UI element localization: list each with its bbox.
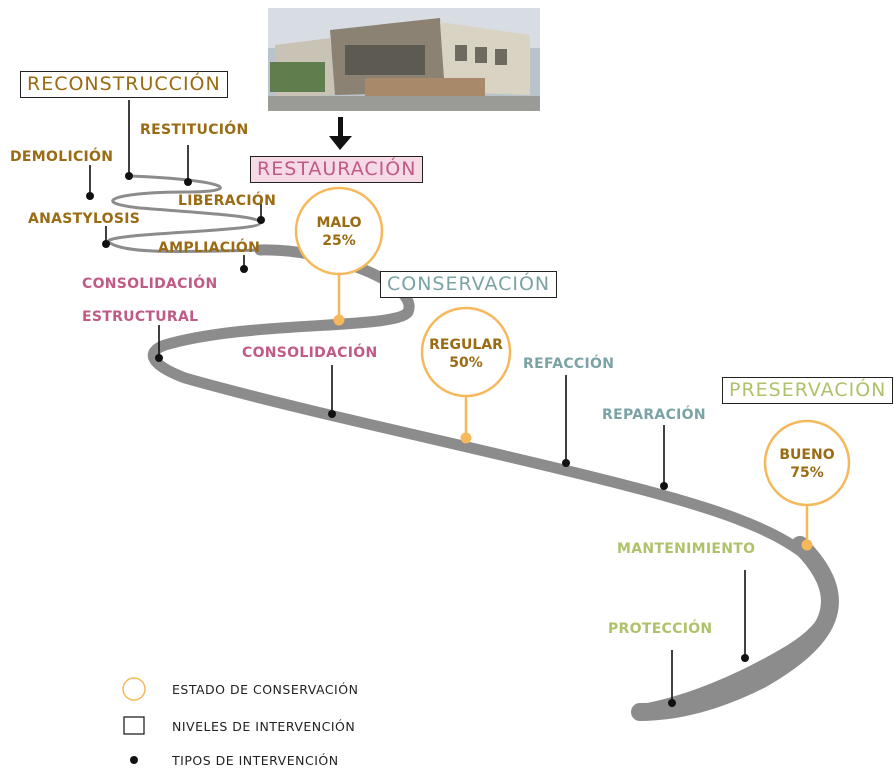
legend-box-icon [123,716,145,735]
type-consolidacion-estructural-2: ESTRUCTURAL [82,309,199,325]
state-circle-malo [294,186,384,326]
state-circle-bueno [763,419,851,551]
state-bueno-text: BUENO 75% [775,446,839,482]
road-end [631,536,839,721]
type-reparacion: REPARACIÓN [602,407,706,423]
legend-dot-icon [130,756,138,764]
type-demolicion: DEMOLICIÓN [10,149,114,165]
state-regular-pct: 50% [449,355,483,371]
level-conservacion: CONSERVACIÓN [380,271,558,298]
type-dots [86,172,749,707]
type-mantenimiento: MANTENIMIENTO [617,541,756,557]
type-consolidacion: CONSOLIDACIÓN [242,345,378,361]
state-malo-label: MALO [316,215,362,231]
state-regular-text: REGULAR 50% [426,336,506,372]
type-liberacion: LIBERACIÓN [178,193,277,209]
type-proteccion: PROTECCIÓN [608,621,713,637]
state-bueno-pct: 75% [790,465,824,481]
state-circle-regular [420,306,512,444]
legend-estado: ESTADO DE CONSERVACIÓN [172,682,359,697]
down-arrow-icon [329,117,352,150]
type-ampliacion: AMPLIACIÓN [158,240,261,256]
building-photo [268,8,540,111]
level-restauracion: RESTAURACIÓN [250,156,424,183]
legend-niveles: NIVELES DE INTERVENCIÓN [172,719,356,734]
legend-circle-icon [122,677,146,701]
type-anastylosis: ANASTYLOSIS [28,211,141,227]
state-malo-pct: 25% [322,233,356,249]
type-restitucion: RESTITUCIÓN [140,122,249,138]
type-refaccion: REFACCIÓN [523,356,615,372]
level-preservacion: PRESERVACIÓN [722,377,894,404]
state-malo-text: MALO 25% [309,214,369,250]
legend-tipos: TIPOS DE INTERVENCIÓN [172,753,339,768]
type-consolidacion-estructural-1: CONSOLIDACIÓN [82,276,218,292]
level-reconstruccion: RECONSTRUCCIÓN [20,71,228,98]
state-regular-label: REGULAR [429,337,503,353]
type-stems [89,100,746,703]
state-bueno-label: BUENO [779,447,835,463]
